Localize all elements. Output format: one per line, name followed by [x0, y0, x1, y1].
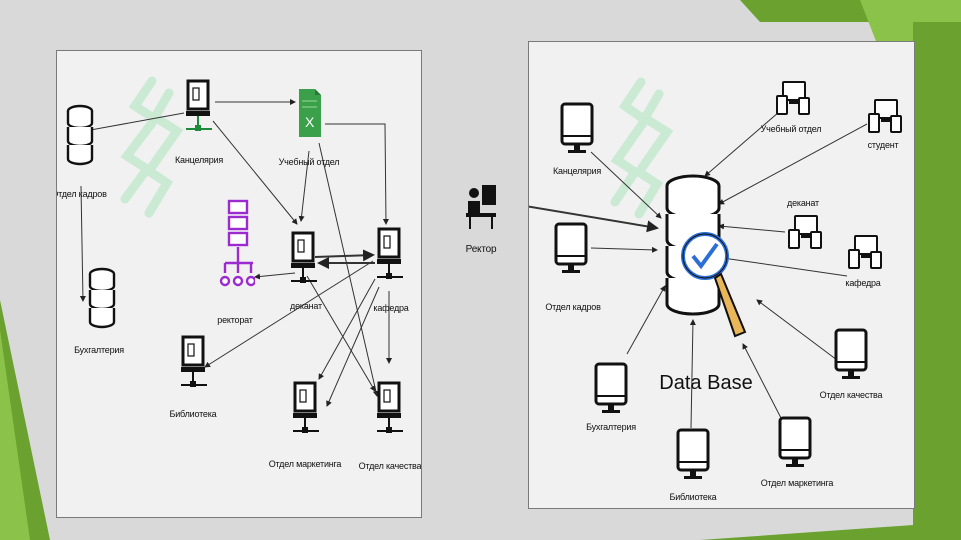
networked-computer-icon — [291, 231, 317, 283]
spreadsheet-icon: X — [299, 89, 321, 137]
watermark — [120, 76, 184, 218]
networked-computer-icon — [377, 227, 403, 279]
node-label-library: Библиотека — [169, 409, 217, 419]
node-label-library: Библиотека — [669, 492, 717, 502]
node-label-student: студент — [867, 140, 899, 150]
database-icon — [66, 104, 94, 166]
networked-computer-icon — [186, 79, 212, 131]
right-connections — [529, 77, 868, 429]
left-diagram-panel: Отдел кадров Бухгалтерия Канцелярия X Уч… — [56, 50, 422, 518]
monitor-icon — [778, 416, 812, 467]
node-label-accounting: Бухгалтерия — [74, 345, 124, 355]
node-label-hr: Отдел кадров — [545, 302, 601, 312]
node-label-dean: деканат — [787, 198, 819, 208]
watermark — [610, 77, 674, 219]
devices-icon — [868, 99, 902, 133]
node-label-quality: Отдел качества — [358, 461, 422, 471]
monitor-icon — [554, 222, 588, 273]
monitor-icon — [594, 362, 628, 413]
devices-icon — [776, 81, 810, 115]
node-label-quality: Отдел качества — [819, 390, 883, 400]
node-label-accounting: Бухгалтерия — [586, 422, 636, 432]
hierarchy-icon — [219, 199, 255, 287]
node-label-marketing: Отдел маркетинга — [760, 478, 834, 488]
right-diagram-panel: Data Base Канцелярия Отдел кадров Бухгал… — [528, 41, 915, 509]
database-title: Data Base — [659, 372, 753, 394]
node-label-department: кафедра — [373, 303, 409, 313]
magnifier-check-icon — [681, 232, 747, 338]
node-label-office: Канцелярия — [174, 155, 224, 165]
networked-computer-icon — [377, 381, 403, 433]
left-connections — [79, 76, 392, 407]
node-label-hr: Отдел кадров — [56, 189, 107, 199]
networked-computer-icon — [181, 335, 207, 387]
node-label-rector: Ректор — [465, 244, 497, 255]
database-icon — [88, 267, 116, 329]
node-label-academic: Учебный отдел — [278, 157, 340, 167]
monitor-icon — [834, 328, 868, 379]
node-label-rectorat: ректорат — [217, 315, 253, 325]
person-at-desk-icon — [466, 185, 496, 229]
monitor-icon — [560, 102, 594, 153]
node-label-academic: Учебный отдел — [760, 124, 822, 134]
node-label-marketing: Отдел маркетинга — [268, 459, 342, 469]
node-label-office: Канцелярия — [552, 166, 602, 176]
networked-computer-icon — [293, 381, 319, 433]
node-label-dean: деканат — [290, 301, 322, 311]
monitor-icon — [676, 428, 710, 479]
devices-icon — [848, 235, 882, 269]
devices-icon — [788, 215, 822, 249]
svg-text:X: X — [305, 114, 315, 130]
node-label-department: кафедра — [845, 278, 881, 288]
